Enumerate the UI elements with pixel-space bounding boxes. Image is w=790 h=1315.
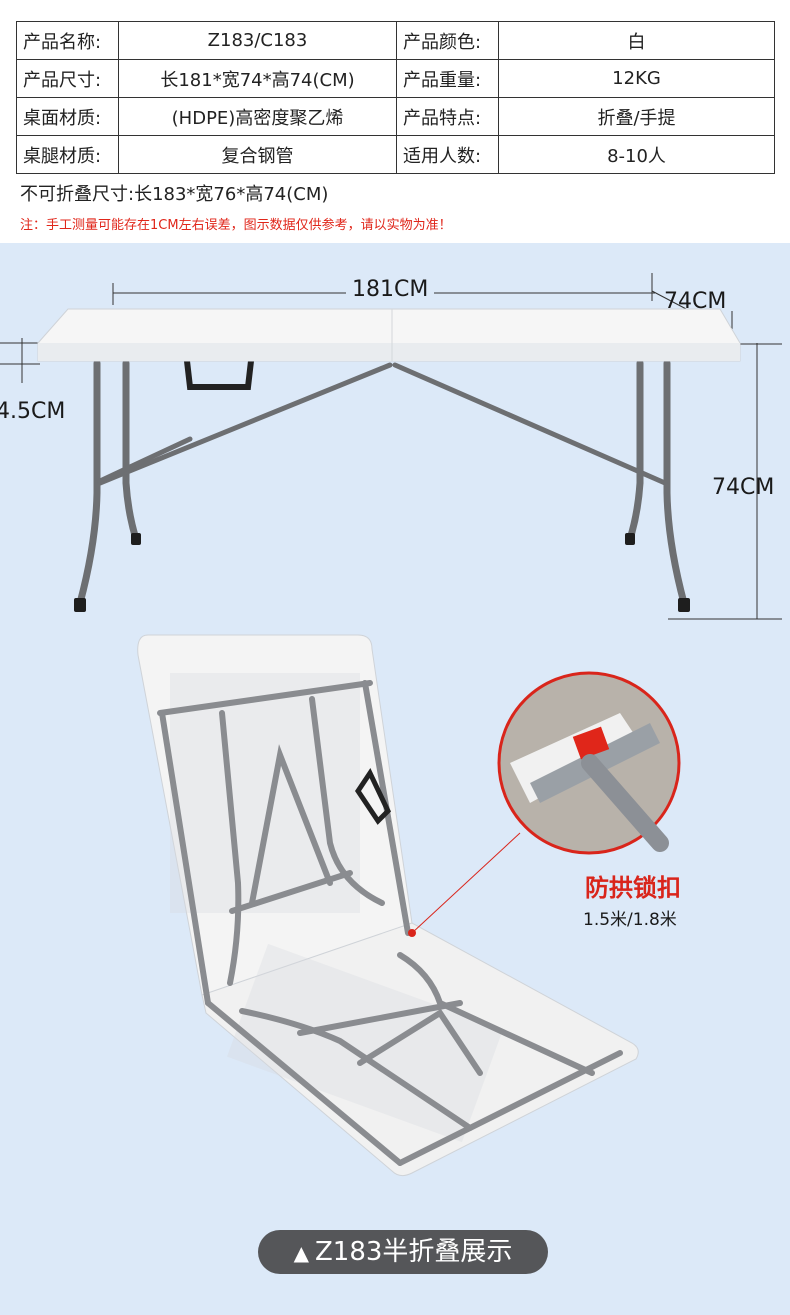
- width-label: 74CM: [664, 289, 727, 314]
- callout-point: [408, 929, 416, 937]
- spec-table: 产品名称: Z183/C183 产品颜色: 白 产品尺寸: 长181*宽74*高…: [16, 21, 775, 174]
- spec-label: 产品尺寸:: [16, 59, 119, 98]
- spec-row: 桌面材质: (HDPE)高密度聚乙烯 产品特点: 折叠/手提: [16, 97, 775, 136]
- spec-label: 桌腿材质:: [16, 135, 119, 174]
- spec-row: 桌腿材质: 复合钢管 适用人数: 8-10人: [16, 135, 775, 174]
- height-label: 74CM: [712, 475, 775, 500]
- triangle-up-icon: ▲: [293, 1241, 309, 1265]
- spec-value: 折叠/手提: [498, 97, 775, 136]
- spec-value: Z183/C183: [118, 21, 397, 60]
- spec-label: 适用人数:: [396, 135, 499, 174]
- callout-connector: [411, 832, 521, 934]
- spec-value: 复合钢管: [118, 135, 397, 174]
- product-illustration: [0, 273, 782, 1177]
- folded-table: [137, 634, 639, 1177]
- spec-value: (HDPE)高密度聚乙烯: [118, 97, 397, 136]
- carry-handle: [184, 360, 254, 390]
- spec-label: 产品名称:: [16, 21, 119, 60]
- nonfold-size-text: 不可折叠尺寸:长183*宽76*高74(CM): [20, 184, 329, 205]
- lock-detail-zoom: [497, 671, 681, 855]
- spec-label: 桌面材质:: [16, 97, 119, 136]
- product-showcase: 181CM 74CM 74CM 4.5CM 防拱锁扣 1.5米/1.8米 ▲Z1…: [0, 243, 790, 1315]
- caption-text: Z183半折叠展示: [314, 1237, 513, 1267]
- spec-row: 产品名称: Z183/C183 产品颜色: 白: [16, 21, 775, 60]
- height-dimension-line: [668, 343, 782, 620]
- spec-value: 长181*宽74*高74(CM): [118, 59, 397, 98]
- spec-label: 产品重量:: [396, 59, 499, 98]
- spec-value: 白: [498, 21, 775, 60]
- leg-feet: [74, 533, 690, 612]
- thickness-dimension-line: [0, 338, 40, 383]
- spec-value: 12KG: [498, 59, 775, 98]
- caption-pill: ▲Z183半折叠展示: [258, 1230, 548, 1274]
- table-texture: [170, 673, 503, 1143]
- folded-frame: [157, 680, 411, 1006]
- table-braces: [97, 362, 668, 486]
- thickness-label: 4.5CM: [0, 399, 66, 424]
- spec-label: 产品特点:: [396, 97, 499, 136]
- measurement-note: 注：手工测量可能存在1CM左右误差，图示数据仅供参考，请以实物为准！: [20, 218, 452, 233]
- length-label: 181CM: [346, 277, 435, 302]
- spec-row: 产品尺寸: 长181*宽74*高74(CM) 产品重量: 12KG: [16, 59, 775, 98]
- callout-title: 防拱锁扣: [585, 874, 681, 902]
- spec-value: 8-10人: [498, 135, 775, 174]
- spec-label: 产品颜色:: [396, 21, 499, 60]
- callout-subtitle: 1.5米/1.8米: [583, 910, 677, 930]
- table-legs: [76, 359, 688, 607]
- table-top: [37, 308, 741, 362]
